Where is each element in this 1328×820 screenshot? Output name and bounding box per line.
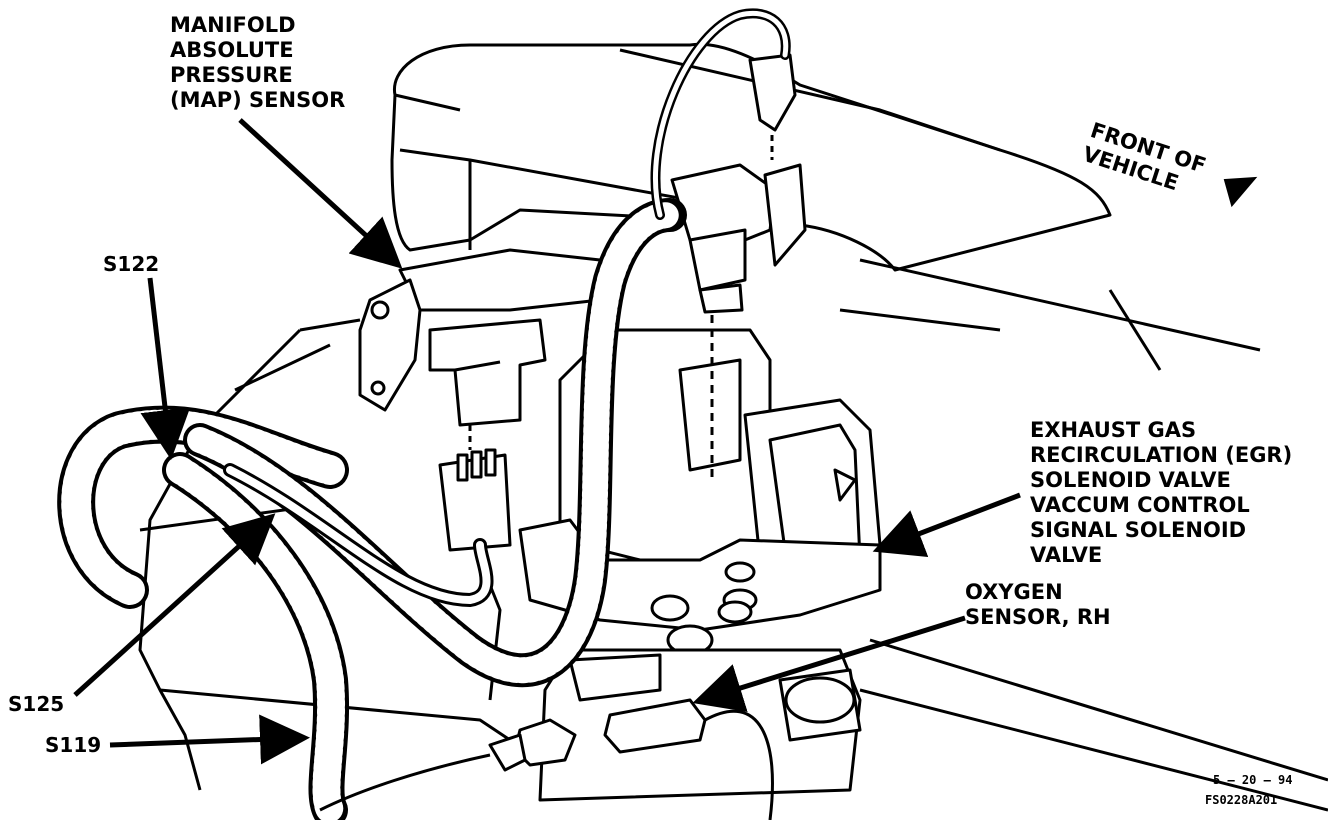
s122-leader <box>140 277 191 460</box>
vacuum-connector <box>438 425 512 552</box>
oxygen-sensor-label: OXYGEN SENSOR, RH <box>965 580 1111 629</box>
map-sensor-label: MANIFOLD ABSOLUTE PRESSURE (MAP) SENSOR <box>170 13 346 112</box>
date-code: 5 – 20 – 94 <box>1213 773 1293 787</box>
upper-housing <box>390 42 1112 272</box>
s125-leader <box>73 513 276 697</box>
map-sensor-body <box>358 248 602 427</box>
s125-label: S125 <box>8 692 65 716</box>
s122-label: S122 <box>103 252 160 276</box>
leader-arrows <box>73 118 1021 765</box>
map-sensor-leader <box>238 118 403 269</box>
body-panels <box>839 258 1328 812</box>
s119-label: S119 <box>45 733 102 757</box>
oxygen-sensor <box>319 698 774 820</box>
figure-code: FS0228A201 <box>1205 793 1278 807</box>
egr-connector <box>670 53 807 480</box>
s119-leader <box>109 714 310 765</box>
egr-valve-label: EXHAUST GAS RECIRCULATION (EGR) SOLENOID… <box>1030 418 1293 567</box>
front-arrow-icon <box>1223 176 1258 208</box>
wiring-harness <box>57 8 791 820</box>
oxygen-sensor-leader <box>692 615 966 712</box>
egr-leader <box>872 492 1021 557</box>
